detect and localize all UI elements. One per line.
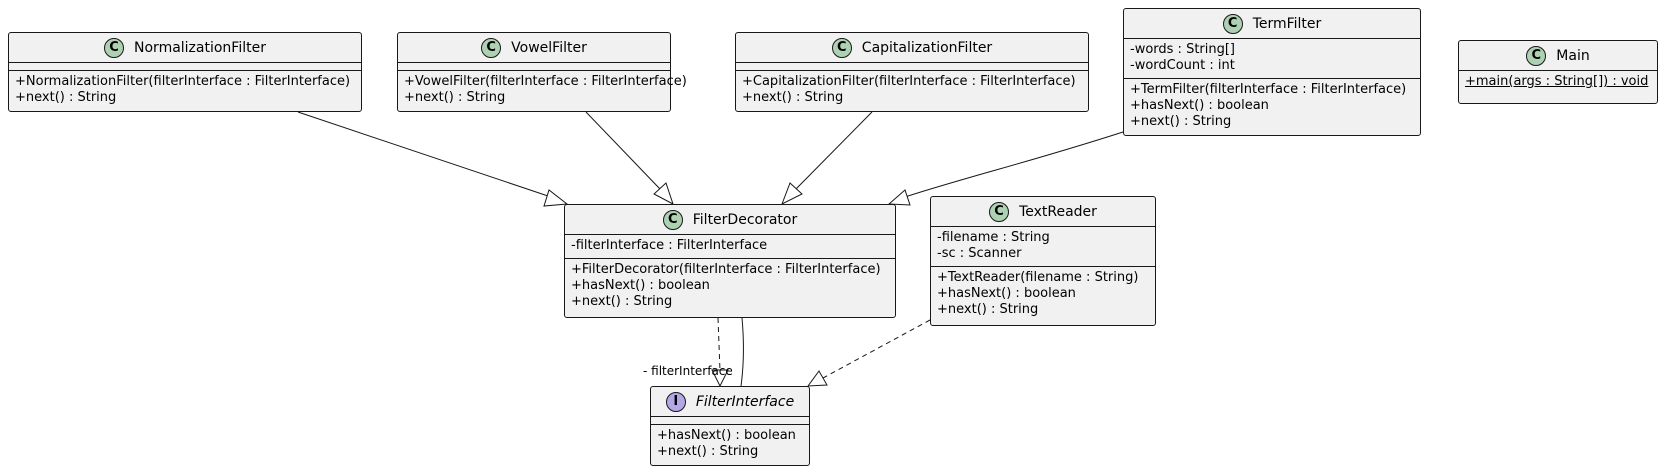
- fields-section: [9, 63, 361, 71]
- field: -wordCount : int: [1130, 58, 1235, 73]
- class-name: VowelFilter: [511, 39, 587, 56]
- class-name: CapitalizationFilter: [861, 39, 993, 56]
- methods-section: +NormalizationFilter(filterInterface : F…: [9, 71, 361, 110]
- class-normalizationfilter[interactable]: C NormalizationFilter +NormalizationFilt…: [8, 32, 362, 112]
- class-stereotype-icon: C: [1526, 45, 1547, 66]
- methods-section: +FilterDecorator(filterInterface : Filte…: [565, 259, 895, 314]
- interface-filterinterface[interactable]: I FilterInterface +hasNext() : boolean +…: [650, 386, 810, 466]
- class-capitalizationfilter[interactable]: C CapitalizationFilter +CapitalizationFi…: [735, 32, 1089, 112]
- field: -filename : String: [937, 230, 1050, 245]
- class-name: NormalizationFilter: [134, 39, 266, 56]
- edge-vowel-to-decorator: [585, 111, 674, 206]
- method: +hasNext() : boolean: [571, 278, 710, 293]
- class-header: C TermFilter: [1124, 9, 1420, 39]
- methods-section: +VowelFilter(filterInterface : FilterInt…: [398, 71, 687, 110]
- field: -sc : Scanner: [937, 246, 1022, 261]
- methods-section: +CapitalizationFilter(filterInterface : …: [736, 71, 1088, 110]
- static-method: +main(args : String[]) : void: [1465, 74, 1649, 89]
- method: +NormalizationFilter(filterInterface : F…: [15, 74, 351, 89]
- field: -words : String[]: [1130, 42, 1236, 57]
- methods-section: +TermFilter(filterInterface : FilterInte…: [1124, 79, 1420, 134]
- method: +hasNext() : boolean: [1130, 98, 1269, 113]
- class-main[interactable]: C Main +main(args : String[]) : void: [1458, 40, 1658, 104]
- fields-section: [736, 63, 1088, 71]
- method: +hasNext() : boolean: [937, 286, 1076, 301]
- fields-section: -words : String[] -wordCount : int: [1124, 39, 1420, 79]
- methods-section: +main(args : String[]) : void: [1459, 71, 1657, 94]
- fields-section: -filename : String -sc : Scanner: [931, 227, 1155, 267]
- fields-section: -filterInterface : FilterInterface: [565, 235, 895, 259]
- class-stereotype-icon: C: [104, 37, 125, 58]
- method: +TermFilter(filterInterface : FilterInte…: [1130, 82, 1407, 97]
- class-name: Main: [1556, 47, 1590, 64]
- edge-term-to-decorator: [887, 131, 1124, 206]
- interface-name: FilterInterface: [695, 393, 795, 410]
- class-vowelfilter[interactable]: C VowelFilter +VowelFilter(filterInterfa…: [397, 32, 687, 112]
- method: +next() : String: [742, 90, 844, 105]
- class-header: C TextReader: [931, 197, 1155, 227]
- class-stereotype-icon: C: [831, 37, 852, 58]
- method: +next() : String: [937, 302, 1039, 317]
- method: +TextReader(filename : String): [937, 270, 1139, 285]
- interface-header: I FilterInterface: [651, 387, 809, 417]
- class-header: C FilterDecorator: [565, 205, 895, 235]
- method: +next() : String: [1130, 114, 1232, 129]
- edge-textreader-implements-interface: [806, 319, 931, 387]
- association-label: - filterInterface: [643, 364, 733, 378]
- method: +VowelFilter(filterInterface : FilterInt…: [404, 74, 687, 89]
- class-stereotype-icon: C: [481, 37, 502, 58]
- edge-decorator-implements-interface: [711, 317, 729, 388]
- class-filterdecorator[interactable]: C FilterDecorator -filterInterface : Fil…: [564, 204, 896, 318]
- field: -filterInterface : FilterInterface: [571, 238, 768, 253]
- method: +next() : String: [657, 444, 759, 459]
- method: +FilterDecorator(filterInterface : Filte…: [571, 262, 881, 277]
- method: +next() : String: [15, 90, 117, 105]
- fields-section: [398, 63, 670, 71]
- class-header: C CapitalizationFilter: [736, 33, 1088, 63]
- interface-stereotype-icon: I: [665, 391, 686, 412]
- class-header: C Main: [1459, 41, 1657, 71]
- class-header: C NormalizationFilter: [9, 33, 361, 63]
- class-stereotype-icon: C: [1222, 13, 1243, 34]
- method: +hasNext() : boolean: [657, 428, 796, 443]
- method: +next() : String: [404, 90, 506, 105]
- edge-normalization-to-decorator: [297, 111, 569, 207]
- class-name: FilterDecorator: [692, 211, 798, 228]
- class-textreader[interactable]: C TextReader -filename : String -sc : Sc…: [930, 196, 1156, 326]
- methods-section: +TextReader(filename : String) +hasNext(…: [931, 267, 1155, 322]
- fields-section: [651, 417, 809, 425]
- edge-capitalization-to-decorator: [781, 111, 873, 206]
- class-stereotype-icon: C: [662, 209, 683, 230]
- edge-decorator-association-interface: [740, 317, 744, 387]
- method: +CapitalizationFilter(filterInterface : …: [742, 74, 1076, 89]
- class-stereotype-icon: C: [989, 201, 1010, 222]
- methods-section: +hasNext() : boolean +next() : String: [651, 425, 809, 464]
- class-termfilter[interactable]: C TermFilter -words : String[] -wordCoun…: [1123, 8, 1421, 136]
- method: +next() : String: [571, 294, 673, 309]
- class-name: TextReader: [1019, 203, 1097, 220]
- class-name: TermFilter: [1252, 15, 1322, 32]
- class-header: C VowelFilter: [398, 33, 670, 63]
